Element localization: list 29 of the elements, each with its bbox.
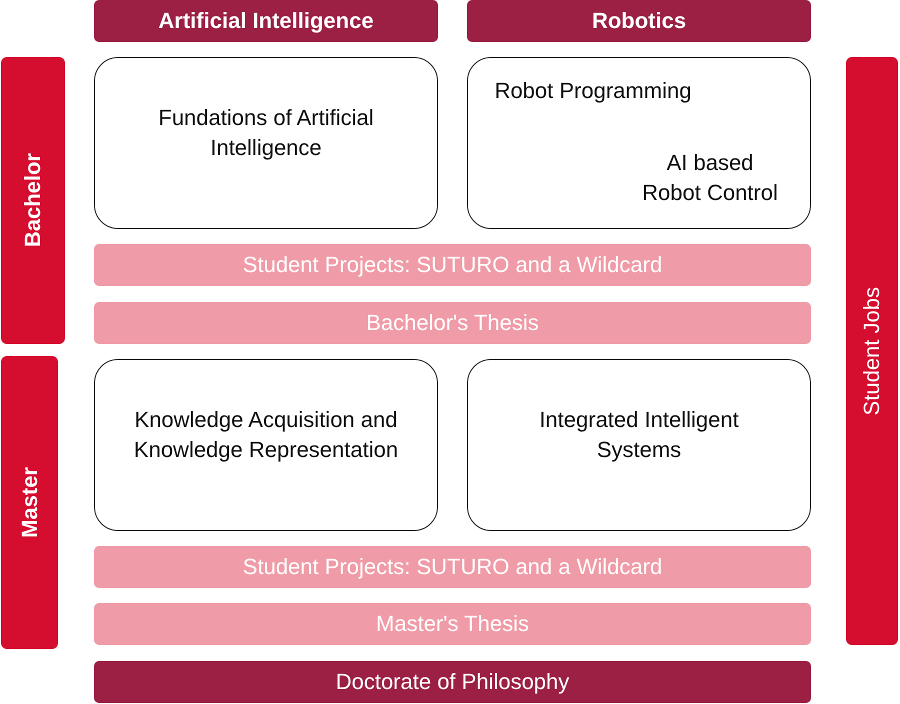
thesis-bar — [94, 603, 811, 645]
course-card — [94, 359, 438, 531]
course-title: AI based Robot Control — [641, 149, 779, 207]
column-header — [467, 0, 811, 42]
project-bar — [94, 546, 811, 588]
bar-label: Master's Thesis — [376, 611, 529, 637]
course-title: Integrated Intelligent Systems — [538, 406, 740, 464]
course-card — [467, 359, 811, 531]
vertical-label: Student Jobs — [859, 286, 885, 416]
degree-bar — [94, 661, 811, 703]
bar-label: Student Projects: SUTURO and a Wildcard — [242, 554, 662, 580]
bar-label: Student Projects: SUTURO and a Wildcard — [242, 252, 662, 278]
bar-label: Doctorate of Philosophy — [336, 669, 570, 695]
level-bar — [1, 356, 58, 649]
column-title: Robotics — [592, 8, 686, 34]
level-bar — [1, 57, 65, 344]
column-title: Artificial Intelligence — [158, 8, 374, 34]
side-bar — [846, 57, 898, 645]
course-title: Robot Programming — [494, 77, 692, 105]
column-header — [94, 0, 438, 42]
bar-label: Bachelor's Thesis — [366, 310, 539, 336]
course-card — [467, 57, 811, 229]
course-title: Knowledge Acquisition and Knowledge Representation — [132, 406, 400, 464]
vertical-label: Bachelor — [20, 153, 46, 248]
thesis-bar — [94, 302, 811, 344]
vertical-label: Master — [16, 467, 42, 538]
course-title: Fundations of Artificial Intelligence — [157, 104, 375, 162]
project-bar — [94, 244, 811, 286]
course-card — [94, 57, 438, 229]
